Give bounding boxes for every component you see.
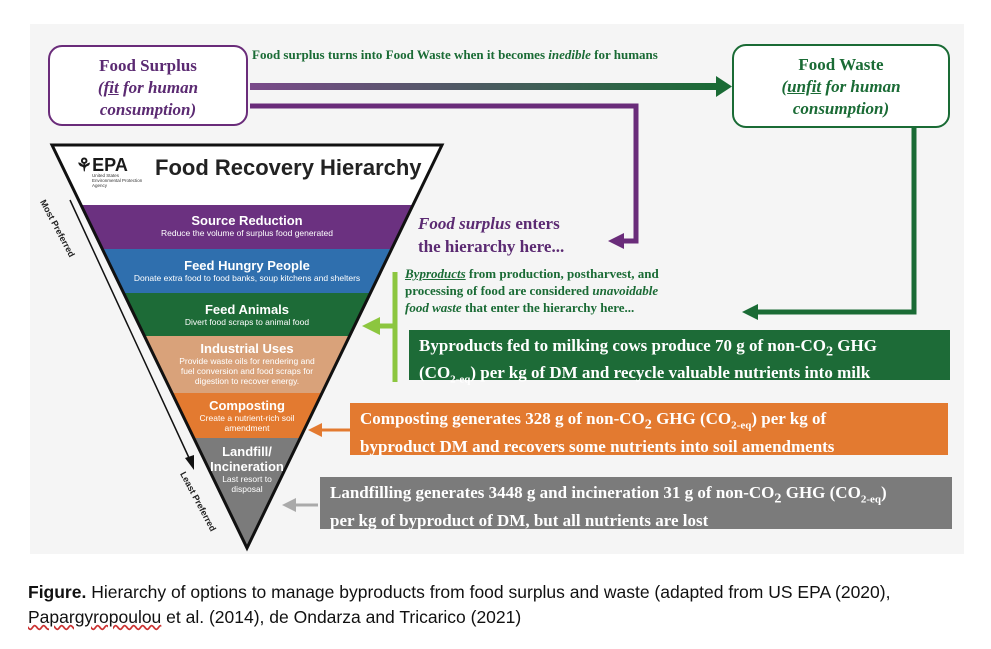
surplus-entry-arrow (250, 103, 639, 244)
flow-arrow-shaft (250, 83, 718, 90)
tier-composting: Composting Create a nutrient-rich soil a… (199, 398, 295, 433)
tier-band-source-reduction (52, 205, 442, 249)
surplus-entry-arrow-head (608, 233, 624, 249)
byproduct-bracket-arrow-head (362, 317, 380, 335)
food-waste-consumption: consumption) (792, 99, 890, 118)
preference-arrow-head (185, 455, 194, 470)
hierarchy-triangle-outline (49, 143, 445, 552)
food-surplus-box: Food Surplus (fit for human consumption) (48, 45, 248, 126)
epa-logo-subtitle: United States Environmental Protection A… (92, 173, 143, 188)
epa-logo: ⚘EPA (76, 155, 128, 175)
byproduct-note: Byproducts from production, postharvest,… (405, 266, 659, 315)
waste-entry-arrow (756, 118, 917, 315)
fit-word: fit (103, 78, 119, 97)
caption-author: Papargyropoulou (28, 607, 162, 627)
food-surplus-consumption: consumption) (99, 100, 197, 119)
preference-arrow (69, 199, 191, 461)
compost-arrow-head (308, 423, 322, 437)
waste-entry-arrow-head (742, 304, 758, 320)
caption-label: Figure. (28, 582, 87, 602)
food-waste-title: Food Waste (798, 55, 884, 74)
unfit-word: unfit (787, 77, 822, 96)
surplus-enters-note: Food surplus enters the hierarchy here..… (418, 214, 565, 256)
flow-note: Food surplus turns into Food Waste when … (252, 47, 658, 62)
composting-band: Composting generates 328 g of non-CO2 GH… (350, 403, 948, 456)
landfill-arrow-head (282, 498, 296, 512)
tier-feed-animals: Feed Animals Divert food scraps to anima… (184, 302, 310, 327)
hierarchy-title: Food Recovery Hierarchy (155, 155, 422, 180)
tier-feed-hungry-people: Feed Hungry People Donate extra food to … (133, 258, 361, 283)
landfill-band: Landfilling generates 3448 g and inciner… (320, 477, 952, 530)
flow-arrow-head (716, 76, 732, 97)
milking-cows-band: Byproducts fed to milking cows produce 7… (409, 330, 950, 386)
tier-landfill-incineration: Landfill/ Incineration Last resort to di… (210, 444, 284, 494)
food-surplus-title: Food Surplus (99, 56, 197, 75)
food-waste-box: Food Waste (unfit for human consumption) (732, 44, 950, 128)
tier-industrial-uses: Industrial Uses Provide waste oils for r… (179, 341, 315, 386)
tier-source-reduction: Source Reduction Reduce the volume of su… (160, 213, 333, 238)
figure-caption: Figure. Hierarchy of options to manage b… (28, 582, 891, 627)
